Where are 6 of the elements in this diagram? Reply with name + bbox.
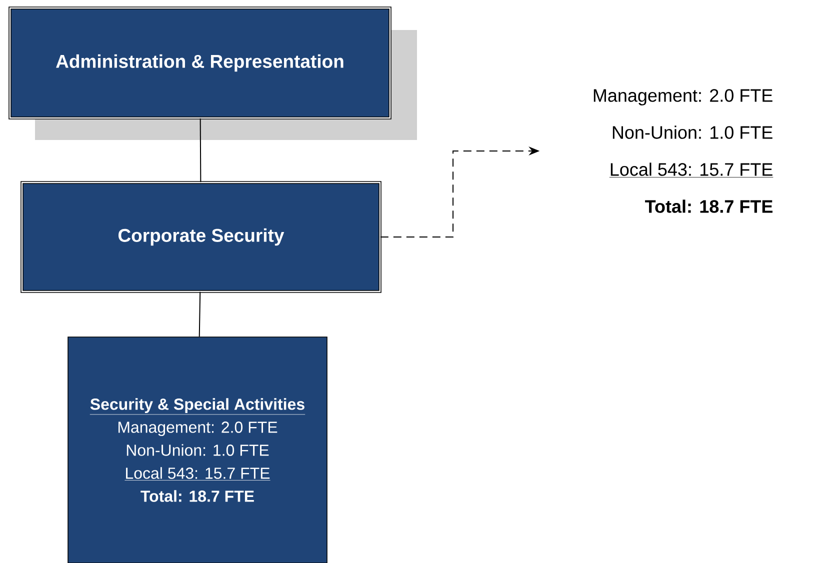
connector-line [200,118,202,183]
title-box: Administration & Representation [8,6,392,120]
connector-line [198,291,201,338]
staffing-text: Management: 2.0 FTE Non-Union: 1.0 FTE Local 543: 15.7 FTE Total: 18.7 FTE [594,89,774,213]
department-box: Corporate Security [20,181,382,293]
unit-box: Security & Special Activities Management: 2.0 FTE Non-Union: 1.0 FTE Local 543: 15.7 FTE Total: 18.7 FTE [68,336,328,563]
